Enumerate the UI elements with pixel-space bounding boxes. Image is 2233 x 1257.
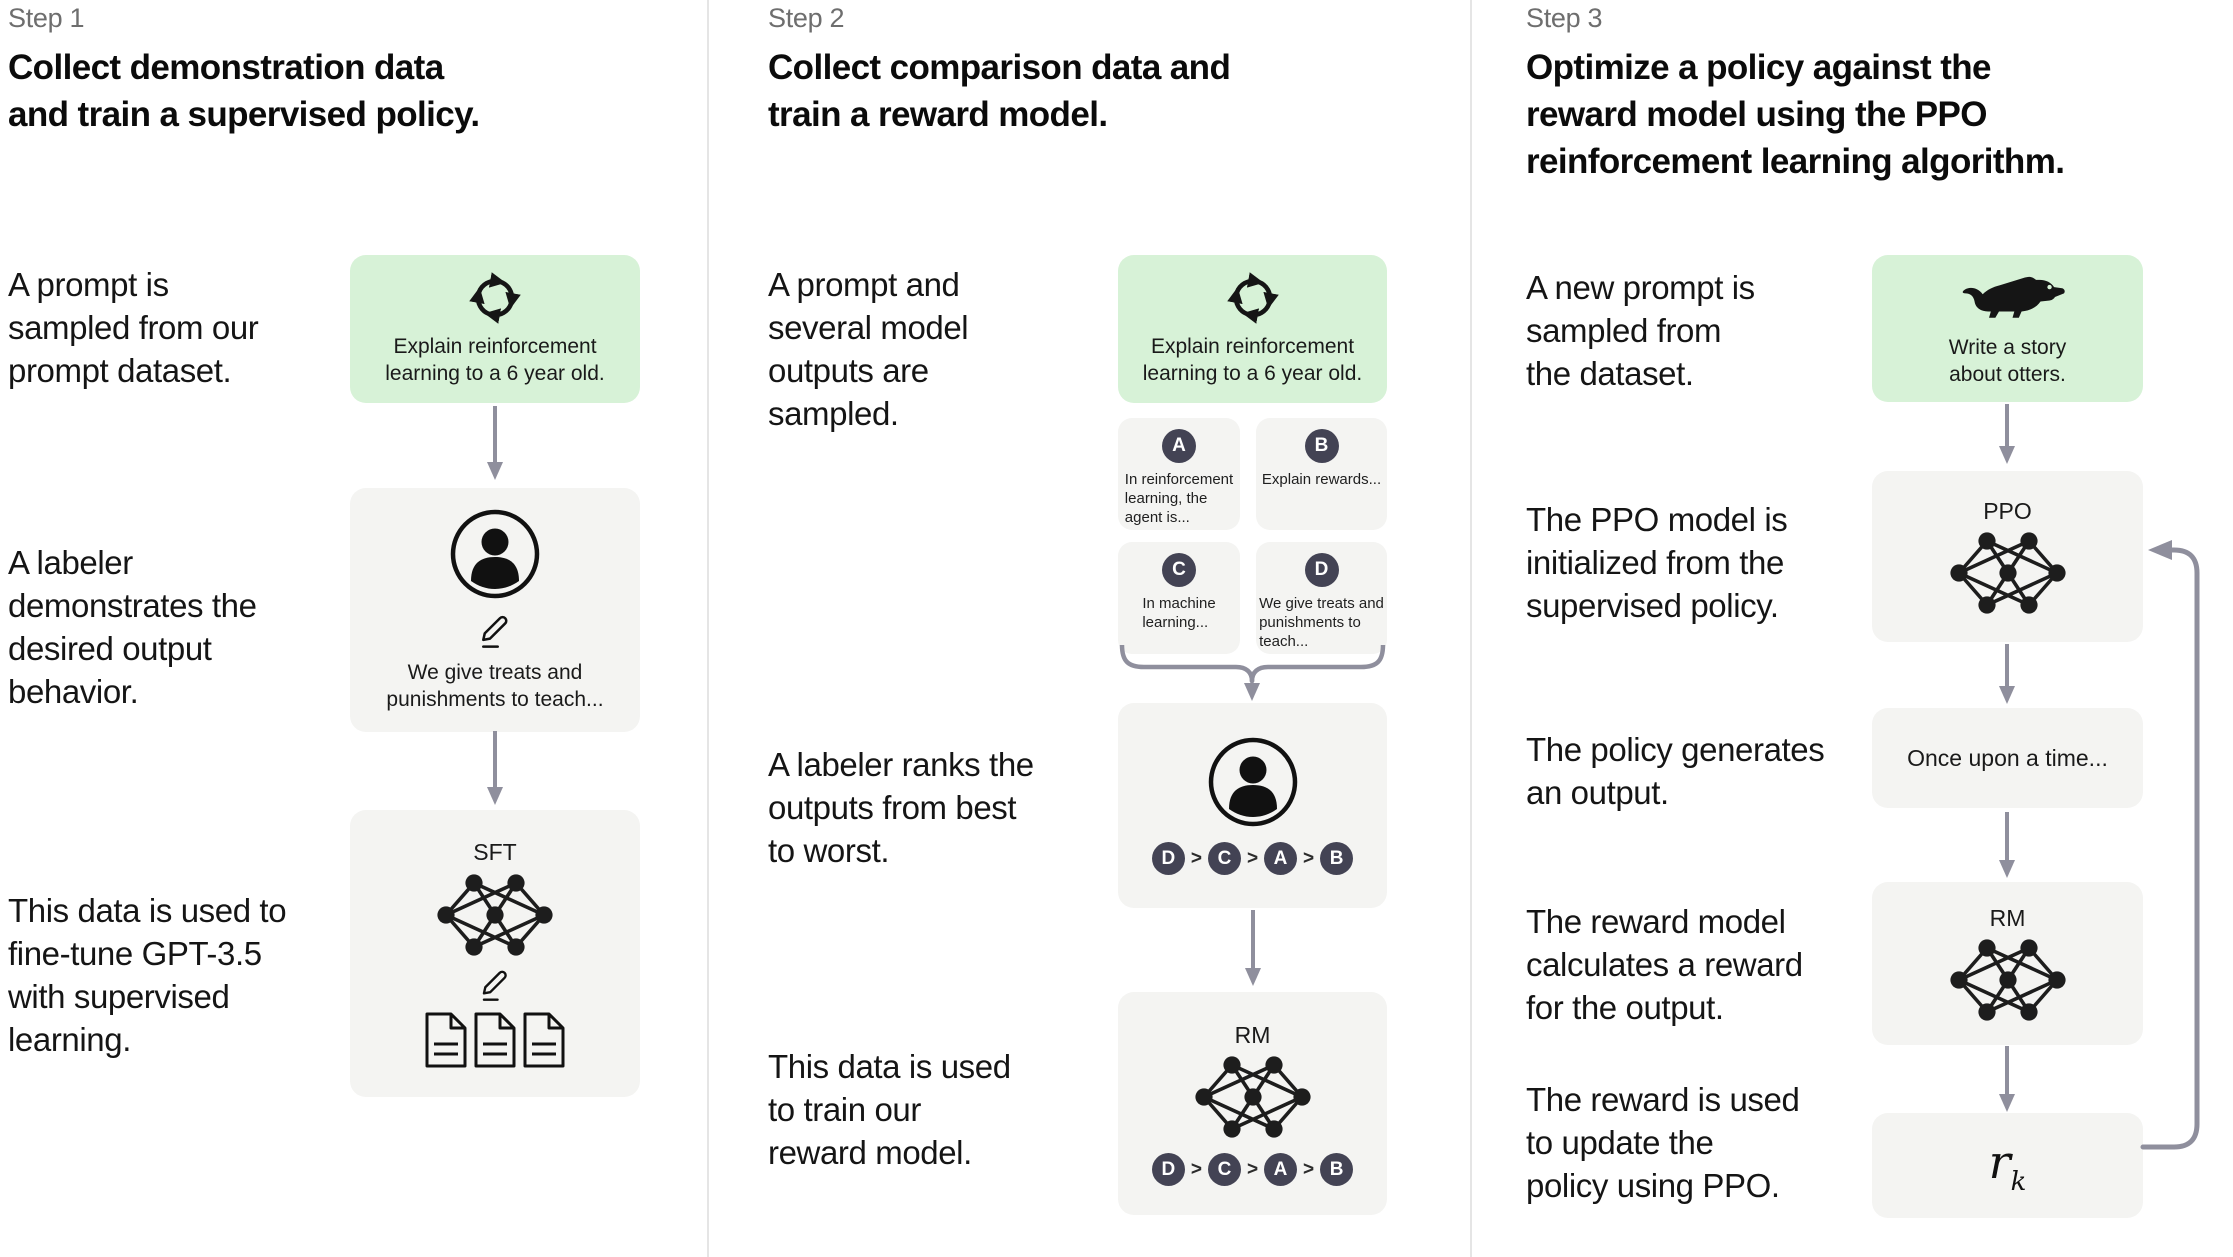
rank-badge: A xyxy=(1264,1153,1298,1186)
step2-label: Step 2 xyxy=(768,3,845,33)
ranking-row: D > C > A > B xyxy=(1151,842,1354,875)
rank-badge: C xyxy=(1207,842,1241,875)
step3-reward-box: rk xyxy=(1872,1113,2143,1218)
step1-labeler-text: We give treats and punishments to teach.… xyxy=(386,660,604,711)
otter-icon xyxy=(1962,276,2065,318)
rank-badge: B xyxy=(1320,842,1354,875)
neural-network-icon xyxy=(1194,1056,1311,1138)
pencil-icon xyxy=(482,615,508,648)
output-cell-a: A In reinforcement learning, the agent i… xyxy=(1118,418,1240,530)
step2-prompt-box: Explain reinforcement learning to a 6 ye… xyxy=(1118,255,1387,403)
rank-badge: B xyxy=(1320,1153,1354,1186)
rank-separator: > xyxy=(1303,847,1315,869)
step1-prompt-text: Explain reinforcement learning to a 6 ye… xyxy=(385,334,605,385)
step3-label: Step 3 xyxy=(1526,3,1603,33)
rank-separator: > xyxy=(1246,847,1259,869)
step3-rm-box: RM xyxy=(1872,882,2143,1045)
step3-caption-reward: The reward model calculates a reward for… xyxy=(1526,903,1803,1026)
output-text-a: In reinforcement learning, the agent is.… xyxy=(1124,471,1234,526)
rm-label: RM xyxy=(1989,904,2026,931)
step3-output-box: Once upon a time... xyxy=(1872,708,2143,808)
output-badge-b: B xyxy=(1304,429,1339,463)
output-text-d: We give treats and punishments to teach.… xyxy=(1259,595,1384,650)
step2-caption-train: This data is used to train our reward mo… xyxy=(768,1048,1011,1171)
step1-labeler-box: We give treats and punishments to teach.… xyxy=(350,488,640,732)
step3-prompt-text: Write a story about otters. xyxy=(1948,336,2067,386)
step1-caption-prompt: A prompt is sampled from our prompt data… xyxy=(8,266,259,389)
down-arrow xyxy=(1999,812,2015,878)
person-icon xyxy=(450,509,540,598)
step2-prompt-text: Explain reinforcement learning to a 6 ye… xyxy=(1142,334,1363,385)
rank-badge: C xyxy=(1207,1153,1241,1186)
step2-title: Collect comparison data and train a rewa… xyxy=(768,48,1231,134)
output-badge-d: D xyxy=(1304,553,1339,587)
reward-symbol: rk xyxy=(1988,1134,2027,1197)
documents-icon xyxy=(425,1012,565,1068)
ranking-row: D > C > A > B xyxy=(1151,1153,1354,1186)
step3-title: Optimize a policy against the reward mod… xyxy=(1526,48,2065,181)
step2-caption-sampled: A prompt and several model outputs are s… xyxy=(768,266,969,432)
neural-network-icon xyxy=(1949,938,2066,1021)
rank-separator: > xyxy=(1246,1158,1259,1180)
step3-output-text: Once upon a time... xyxy=(1907,744,2108,771)
output-cell-b: B Explain rewards... xyxy=(1256,418,1387,530)
output-badge-a: A xyxy=(1162,429,1196,463)
step3-caption-output: The policy generates an output. xyxy=(1526,731,1825,811)
rm-label: RM xyxy=(1234,1022,1271,1048)
rank-separator: > xyxy=(1190,1158,1202,1180)
output-text-c: In machine learning... xyxy=(1142,595,1216,631)
down-arrow xyxy=(487,731,503,805)
rank-badge: D xyxy=(1151,842,1185,875)
step3-ppo-box: PPO xyxy=(1872,471,2143,642)
step1-caption-finetune: This data is used to fine-tune GPT-3.5 w… xyxy=(8,892,287,1058)
output-text-b: Explain rewards... xyxy=(1261,471,1382,488)
cycle-arrows-icon xyxy=(1226,271,1279,324)
step1-label: Step 1 xyxy=(8,3,85,33)
neural-network-icon xyxy=(437,874,553,956)
merge-brace-arrow xyxy=(1119,645,1386,701)
step3-caption-new-prompt: A new prompt is sampled from the dataset… xyxy=(1526,269,1755,392)
down-arrow xyxy=(1999,404,2015,464)
down-arrow xyxy=(487,406,503,480)
step1-title: Collect demonstration data and train a s… xyxy=(8,48,480,134)
step2-ranking-box: D > C > A > B xyxy=(1118,703,1387,908)
pencil-icon xyxy=(482,970,507,1001)
feedback-loop-arrow xyxy=(2140,540,2200,1150)
column-divider xyxy=(707,0,709,1257)
down-arrow xyxy=(1999,644,2015,704)
column-divider xyxy=(1470,0,1472,1257)
output-badge-c: C xyxy=(1162,553,1196,587)
rank-separator: > xyxy=(1190,847,1202,869)
step3-caption-update: The reward is used to update the policy … xyxy=(1526,1081,1800,1204)
rank-badge: A xyxy=(1264,842,1298,875)
rank-badge: D xyxy=(1151,1153,1185,1186)
down-arrow xyxy=(1999,1046,2015,1112)
sft-label: SFT xyxy=(473,839,517,865)
step3-prompt-box: Write a story about otters. xyxy=(1872,255,2143,402)
step2-caption-ranks: A labeler ranks the outputs from best to… xyxy=(768,746,1034,869)
step1-sft-box: SFT xyxy=(350,810,640,1097)
step2-rm-box: RM D > C > A > B xyxy=(1118,992,1387,1215)
step3-caption-init: The PPO model is initialized from the su… xyxy=(1526,501,1788,624)
output-cell-d: D We give treats and punishments to teac… xyxy=(1256,542,1387,654)
down-arrow xyxy=(1245,910,1261,986)
output-cell-c: C In machine learning... xyxy=(1118,542,1240,654)
cycle-arrows-icon xyxy=(469,271,521,324)
neural-network-icon xyxy=(1949,531,2066,614)
ppo-label: PPO xyxy=(1983,497,2032,524)
step1-caption-labeler: A labeler demonstrates the desired outpu… xyxy=(8,544,257,710)
rank-separator: > xyxy=(1303,1158,1315,1180)
person-icon xyxy=(1208,737,1297,827)
step1-prompt-box: Explain reinforcement learning to a 6 ye… xyxy=(350,255,640,403)
